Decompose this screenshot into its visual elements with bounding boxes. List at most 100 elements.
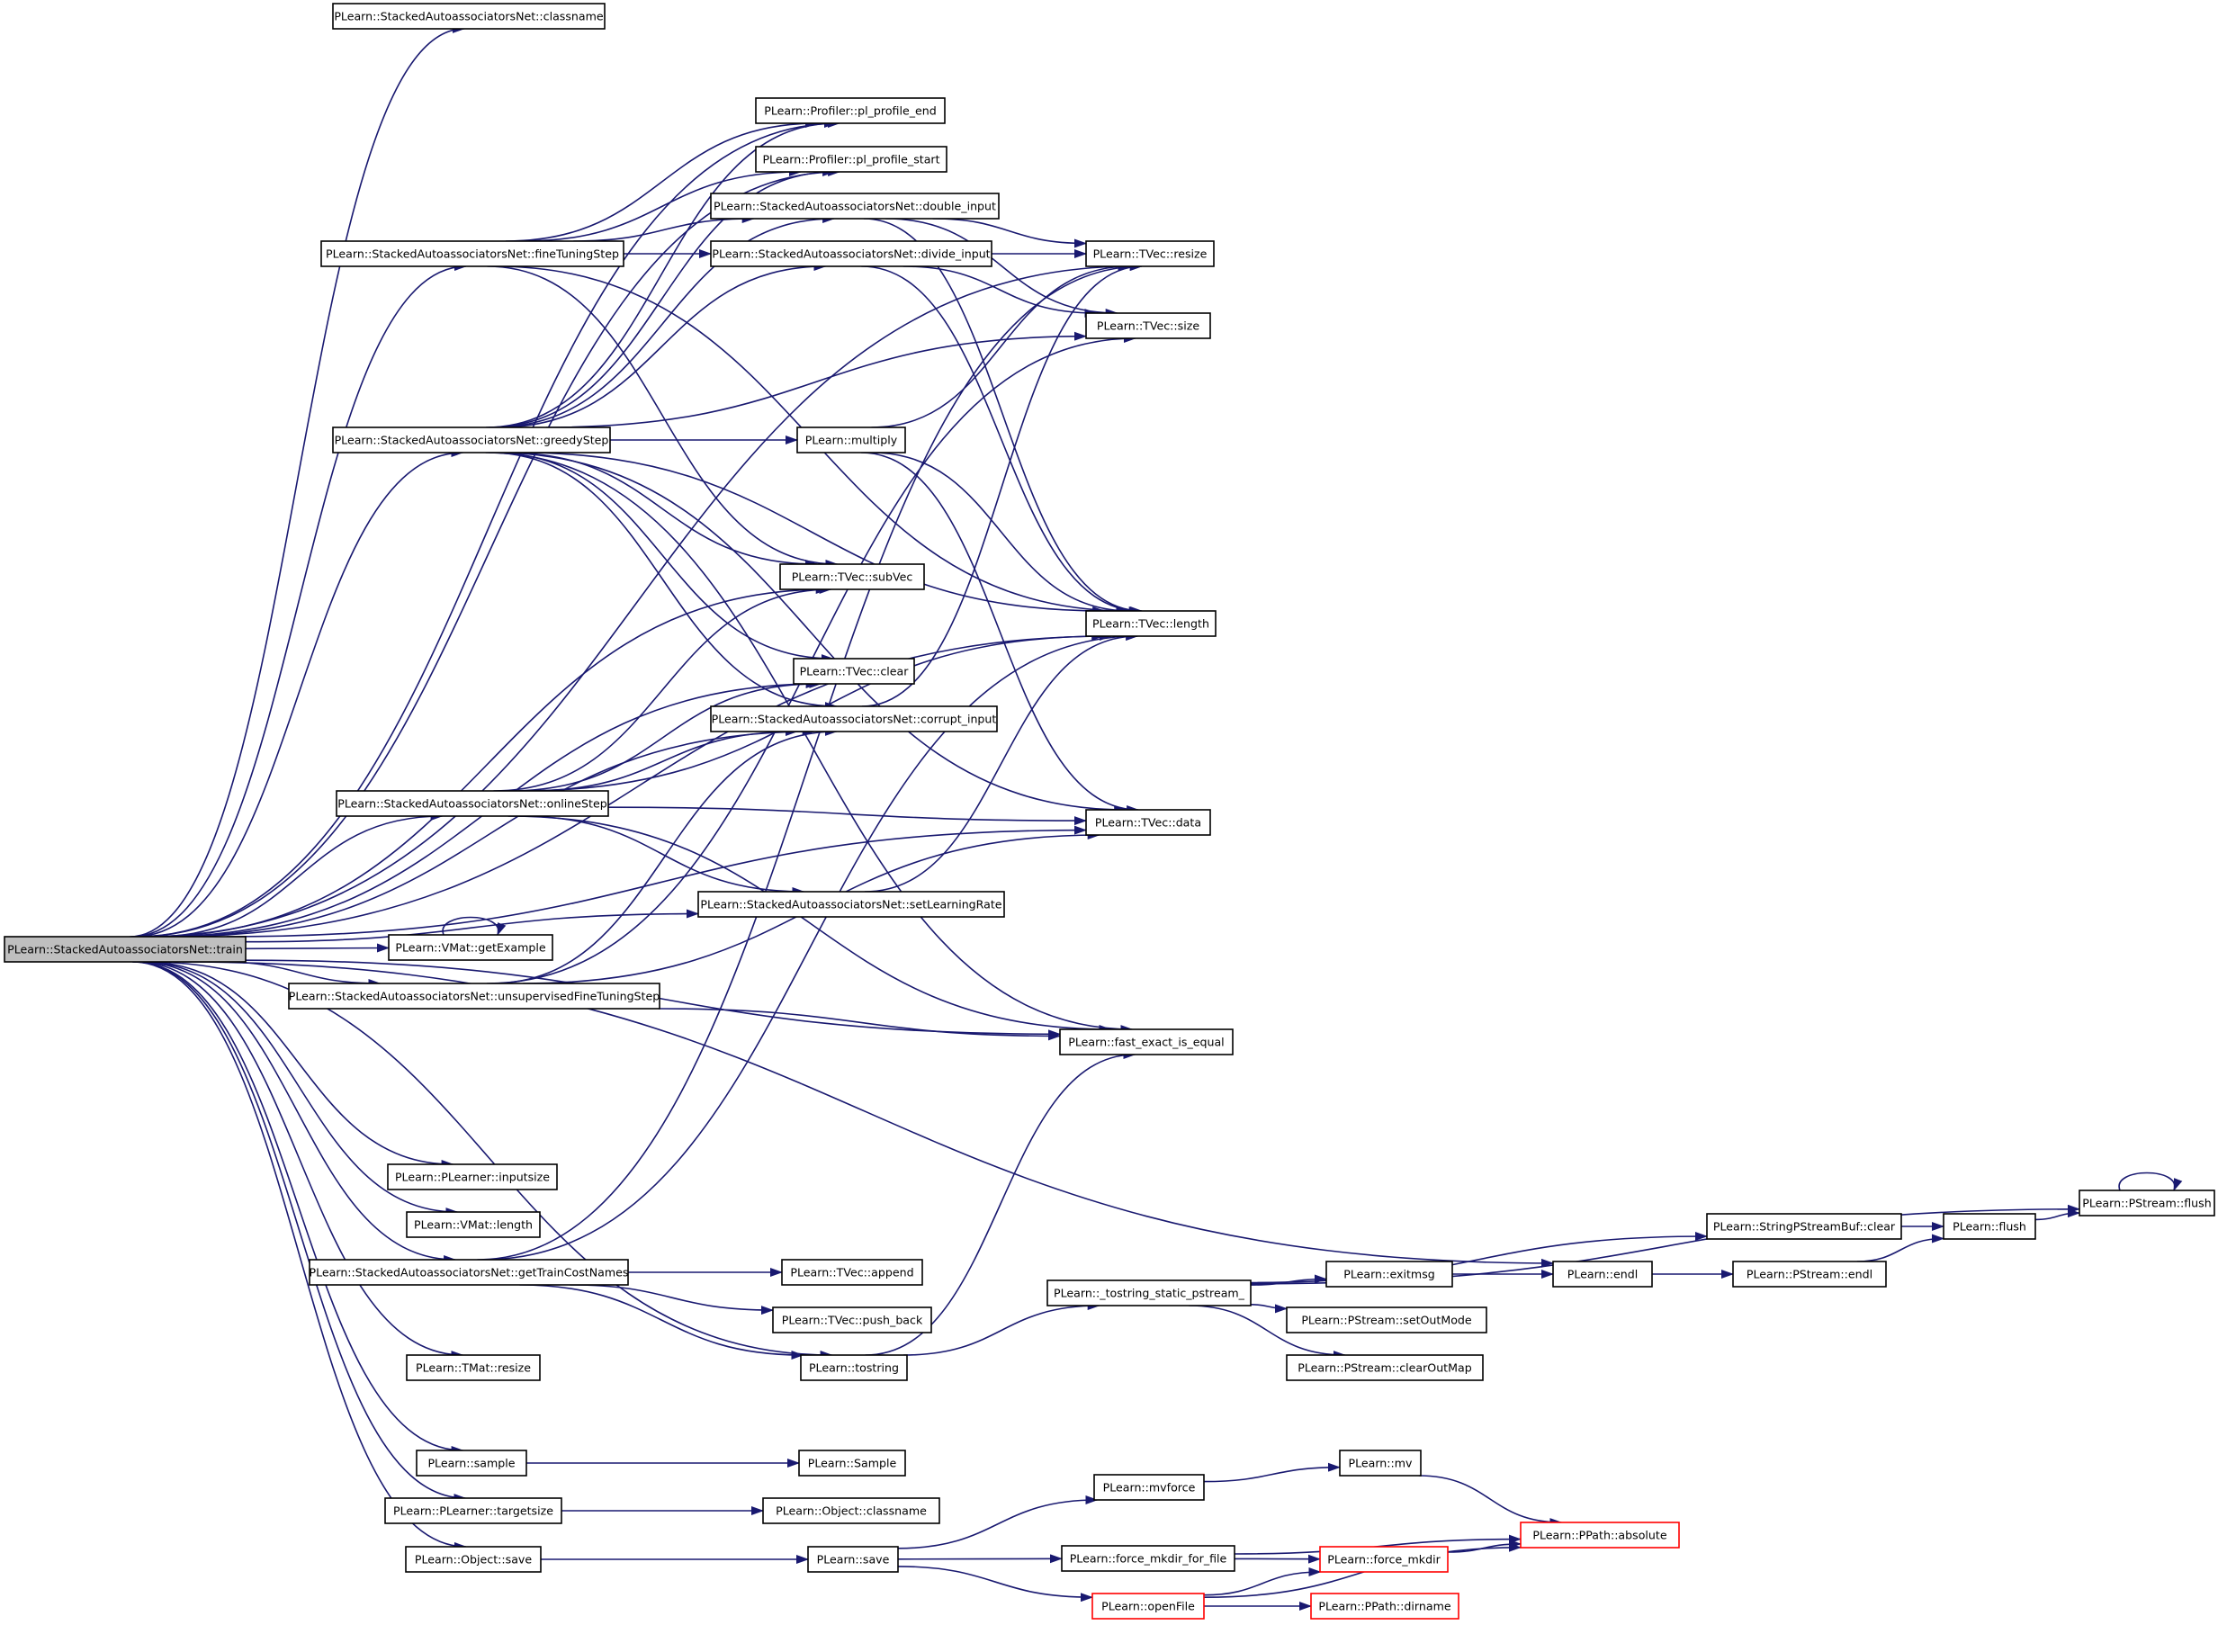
node-box <box>1310 1593 1459 1620</box>
node-force-mkdir[interactable]: PLearn::force_mkdir <box>1319 1546 1449 1573</box>
node-box <box>1093 1474 1205 1501</box>
node-getExample[interactable]: PLearn::VMat::getExample <box>388 934 553 961</box>
node-box <box>1085 610 1217 637</box>
node-tostring[interactable]: PLearn::tostring <box>800 1354 908 1381</box>
node-box <box>755 146 947 173</box>
node-box <box>1059 1028 1234 1055</box>
edge-double_input-to-tvec_length <box>863 218 1144 615</box>
node-plearn-endl[interactable]: PLearn::endl <box>1552 1261 1653 1288</box>
edge-train-to-tvec_resize <box>143 262 1133 938</box>
node-sample[interactable]: PLearn::sample <box>416 1450 527 1477</box>
node-greedyStep[interactable]: PLearn::StackedAutoassociatorsNet::greed… <box>332 426 611 453</box>
node-plearn-flush[interactable]: PLearn::flush <box>1943 1213 2036 1240</box>
node-obj-save[interactable]: PLearn::Object::save <box>405 1546 542 1573</box>
node-tvec-size[interactable]: PLearn::TVec::size <box>1085 312 1211 339</box>
node-box <box>762 1497 940 1524</box>
node-label: PLearn::PLearner::targetsize <box>393 1504 553 1518</box>
node-pe-end[interactable]: PLearn::Profiler::pl_profile_end <box>755 97 946 124</box>
node-box <box>1085 240 1215 267</box>
node-pe-start[interactable]: PLearn::Profiler::pl_profile_start <box>755 146 947 173</box>
edge-greedyStep-to-corrupt_input <box>489 452 838 711</box>
node-fast-equal[interactable]: PLearn::fast_exact_is_equal <box>1059 1028 1234 1055</box>
node-label: PLearn::Object::save <box>415 1553 533 1567</box>
edge-train-to-sample <box>133 961 464 1455</box>
node-classname[interactable]: PLearn::StackedAutoassociatorsNet::class… <box>332 3 606 30</box>
node-double-input[interactable]: PLearn::StackedAutoassociatorsNet::doubl… <box>710 193 1000 220</box>
edge-train-to-fineTuningStep <box>130 262 467 938</box>
node-targetsize[interactable]: PLearn::PLearner::targetsize <box>384 1497 562 1524</box>
node-label: PLearn::StackedAutoassociatorsNet::getTr… <box>310 1266 629 1279</box>
node-tvec-append[interactable]: PLearn::TVec::append <box>781 1259 923 1286</box>
edge-layer <box>130 24 2183 1611</box>
node-train: PLearn::StackedAutoassociatorsNet::train <box>4 936 247 963</box>
edge-train-to-tmat_resize <box>135 961 464 1360</box>
node-label: PLearn::TVec::data <box>1095 816 1201 830</box>
node-vmat-length[interactable]: PLearn::VMat::length <box>406 1211 541 1238</box>
edge-train-to-plearn_endl <box>182 961 1554 1268</box>
edge-getTrainCostNames-to-tostring <box>519 1284 804 1360</box>
edge-double_input-to-tvec_size <box>885 218 1118 318</box>
node-box <box>1085 809 1211 836</box>
node-label: PLearn::StackedAutoassociatorsNet::corru… <box>712 713 997 726</box>
node-spsb-clear[interactable]: PLearn::StringPStreamBuf::clear <box>1706 1213 1902 1240</box>
node-corrupt-input[interactable]: PLearn::StackedAutoassociatorsNet::corru… <box>710 705 998 732</box>
node-setLearningRate[interactable]: PLearn::StackedAutoassociatorsNet::setLe… <box>697 891 1005 918</box>
node-absolute[interactable]: PLearn::PPath::absolute <box>1520 1522 1680 1549</box>
node-obj-classname[interactable]: PLearn::Object::classname <box>762 1497 940 1524</box>
node-tmat-resize[interactable]: PLearn::TMat::resize <box>406 1354 541 1381</box>
node-label: PLearn::StackedAutoassociatorsNet::doubl… <box>714 200 996 213</box>
node-openFile[interactable]: PLearn::openFile <box>1091 1593 1205 1620</box>
node-mv[interactable]: PLearn::mv <box>1339 1450 1422 1477</box>
node-tvec-resize[interactable]: PLearn::TVec::resize <box>1085 240 1215 267</box>
node-pstream-endl[interactable]: PLearn::PStream::endl <box>1732 1261 1887 1288</box>
node-dirname[interactable]: PLearn::PPath::dirname <box>1310 1593 1459 1620</box>
node-multiply[interactable]: PLearn::multiply <box>796 426 906 453</box>
node-label: PLearn::StackedAutoassociatorsNet::greed… <box>335 434 609 447</box>
node-tvec-data[interactable]: PLearn::TVec::data <box>1085 809 1211 836</box>
node-onlineStep[interactable]: PLearn::StackedAutoassociatorsNet::onlin… <box>336 790 609 817</box>
edge-mvforce-to-mv <box>1203 1462 1341 1483</box>
node-exitmsg[interactable]: PLearn::exitmsg <box>1325 1261 1453 1288</box>
node-fineTuningStep[interactable]: PLearn::StackedAutoassociatorsNet::fineT… <box>320 240 624 267</box>
node-box <box>1286 1354 1484 1381</box>
edge-onlineStep-to-tvec_data <box>607 806 1087 826</box>
node-tvec-length[interactable]: PLearn::TVec::length <box>1085 610 1217 637</box>
node-divide-input[interactable]: PLearn::StackedAutoassociatorsNet::divid… <box>710 240 992 267</box>
edge-train-to-getTrainCostNames <box>138 961 457 1264</box>
node-label: PLearn::endl <box>1567 1268 1639 1281</box>
edge-unsupFT-to-corrupt_input <box>491 727 838 984</box>
node-label: PLearn::StackedAutoassociatorsNet::train <box>7 943 243 956</box>
edge-onlineStep-to-tvec_clear <box>508 679 819 792</box>
node-getTrainCostNames[interactable]: PLearn::StackedAutoassociatorsNet::getTr… <box>309 1259 629 1286</box>
node-label: PLearn::sample <box>427 1457 515 1470</box>
node-box <box>387 1163 558 1190</box>
node-force-mkdir-for-file[interactable]: PLearn::force_mkdir_for_file <box>1061 1545 1235 1572</box>
node-tostring-static[interactable]: PLearn::_tostring_static_pstream_ <box>1046 1279 1252 1306</box>
edge-multiply-to-tvec_resize <box>871 262 1131 428</box>
edge-onlineStep-to-setLearningRate <box>519 815 805 896</box>
node-plearn-save[interactable]: PLearn::save <box>807 1546 899 1573</box>
node-label: PLearn::fast_exact_is_equal <box>1068 1036 1224 1049</box>
node-mvforce[interactable]: PLearn::mvforce <box>1093 1474 1205 1501</box>
node-box <box>1319 1546 1449 1573</box>
node-inputsize[interactable]: PLearn::PLearner::inputsize <box>387 1163 558 1190</box>
node-box <box>416 1450 527 1477</box>
node-subVec[interactable]: PLearn::TVec::subVec <box>779 563 925 590</box>
edge-train-to-tostring <box>147 961 833 1360</box>
edge-setLearningRate-to-tvec_length <box>864 632 1139 893</box>
node-Sample[interactable]: PLearn::Sample <box>798 1450 906 1477</box>
node-pstream-flush[interactable]: PLearn::PStream::flush <box>2079 1190 2215 1217</box>
node-label: PLearn::mvforce <box>1103 1481 1196 1495</box>
node-label: PLearn::StringPStreamBuf::clear <box>1713 1220 1896 1234</box>
edge-train-to-vmat_length <box>140 961 459 1217</box>
node-tvec-clear[interactable]: PLearn::TVec::clear <box>793 658 915 685</box>
node-box <box>288 983 660 1010</box>
edge-greedyStep-to-pe_start <box>488 167 836 428</box>
edge-train-to-classname <box>130 24 465 938</box>
node-label: PLearn::VMat::getExample <box>395 941 545 955</box>
node-unsupFT[interactable]: PLearn::StackedAutoassociatorsNet::unsup… <box>288 983 660 1010</box>
node-push-back[interactable]: PLearn::TVec::push_back <box>772 1306 932 1333</box>
node-clearOutMap[interactable]: PLearn::PStream::clearOutMap <box>1286 1354 1484 1381</box>
node-setOutMode[interactable]: PLearn::PStream::setOutMode <box>1286 1306 1487 1333</box>
